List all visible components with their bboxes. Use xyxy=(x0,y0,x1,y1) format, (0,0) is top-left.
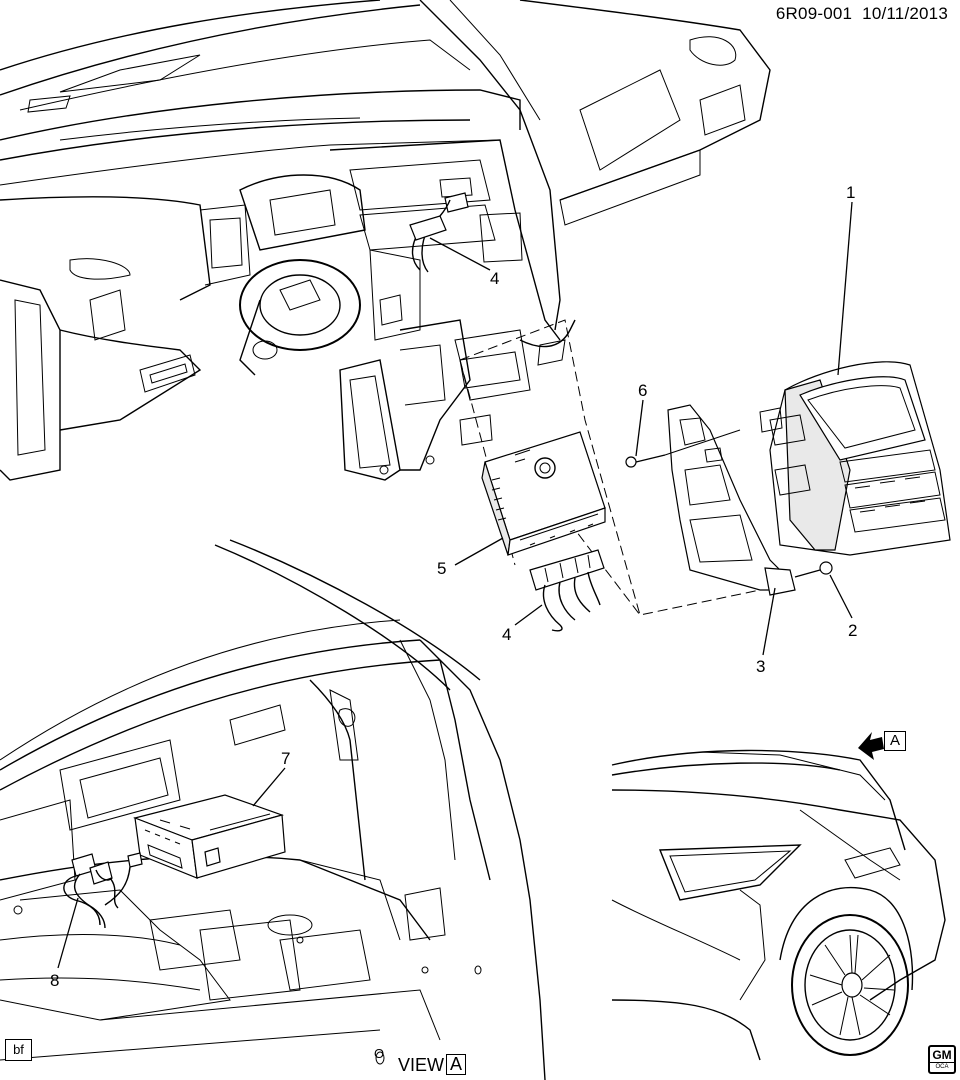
diagram-id: 6R09-001 xyxy=(775,4,853,23)
callout-3: 3 xyxy=(756,657,765,676)
view-a-arrow xyxy=(858,732,884,760)
dashboard-illustration xyxy=(0,0,771,481)
gm-logo-sub: OCA xyxy=(930,1062,954,1071)
callout-1: 1 xyxy=(846,183,855,202)
harness-8 xyxy=(63,852,143,929)
callout-2: 2 xyxy=(848,621,857,640)
small-mark: O xyxy=(374,1046,385,1061)
callout-4-lower: 4 xyxy=(502,625,511,644)
view-label-letter: A xyxy=(446,1054,467,1075)
callout-6: 6 xyxy=(638,381,647,400)
module-group xyxy=(459,319,761,632)
callout-labels: 1 2 3 4 4 5 6 7 8 xyxy=(50,183,857,990)
callout-8: 8 xyxy=(50,971,59,990)
callout-5: 5 xyxy=(437,559,446,578)
radio-control-1 xyxy=(759,361,951,556)
car-view-a xyxy=(611,749,946,1061)
view-a-marker: A xyxy=(884,731,906,751)
harness-4-lower xyxy=(529,549,605,632)
screw-2 xyxy=(794,561,833,578)
trunk-illustration xyxy=(0,539,546,1080)
callout-4-top: 4 xyxy=(490,269,499,288)
callout-leaders xyxy=(57,201,853,969)
screw-6 xyxy=(625,429,741,468)
module-7 xyxy=(133,794,286,879)
corner-tag: bf xyxy=(5,1039,32,1061)
diagram-header: 6R09-001 10/11/2013 xyxy=(766,4,948,24)
module-5 xyxy=(481,431,606,556)
gm-logo: GM OCA xyxy=(928,1045,956,1074)
view-label-prefix: VIEW xyxy=(398,1055,445,1075)
bracket-3 xyxy=(667,404,796,596)
callout-7: 7 xyxy=(281,749,290,768)
gm-logo-main: GM xyxy=(932,1048,952,1062)
diagram-date: 10/11/2013 xyxy=(862,4,948,23)
